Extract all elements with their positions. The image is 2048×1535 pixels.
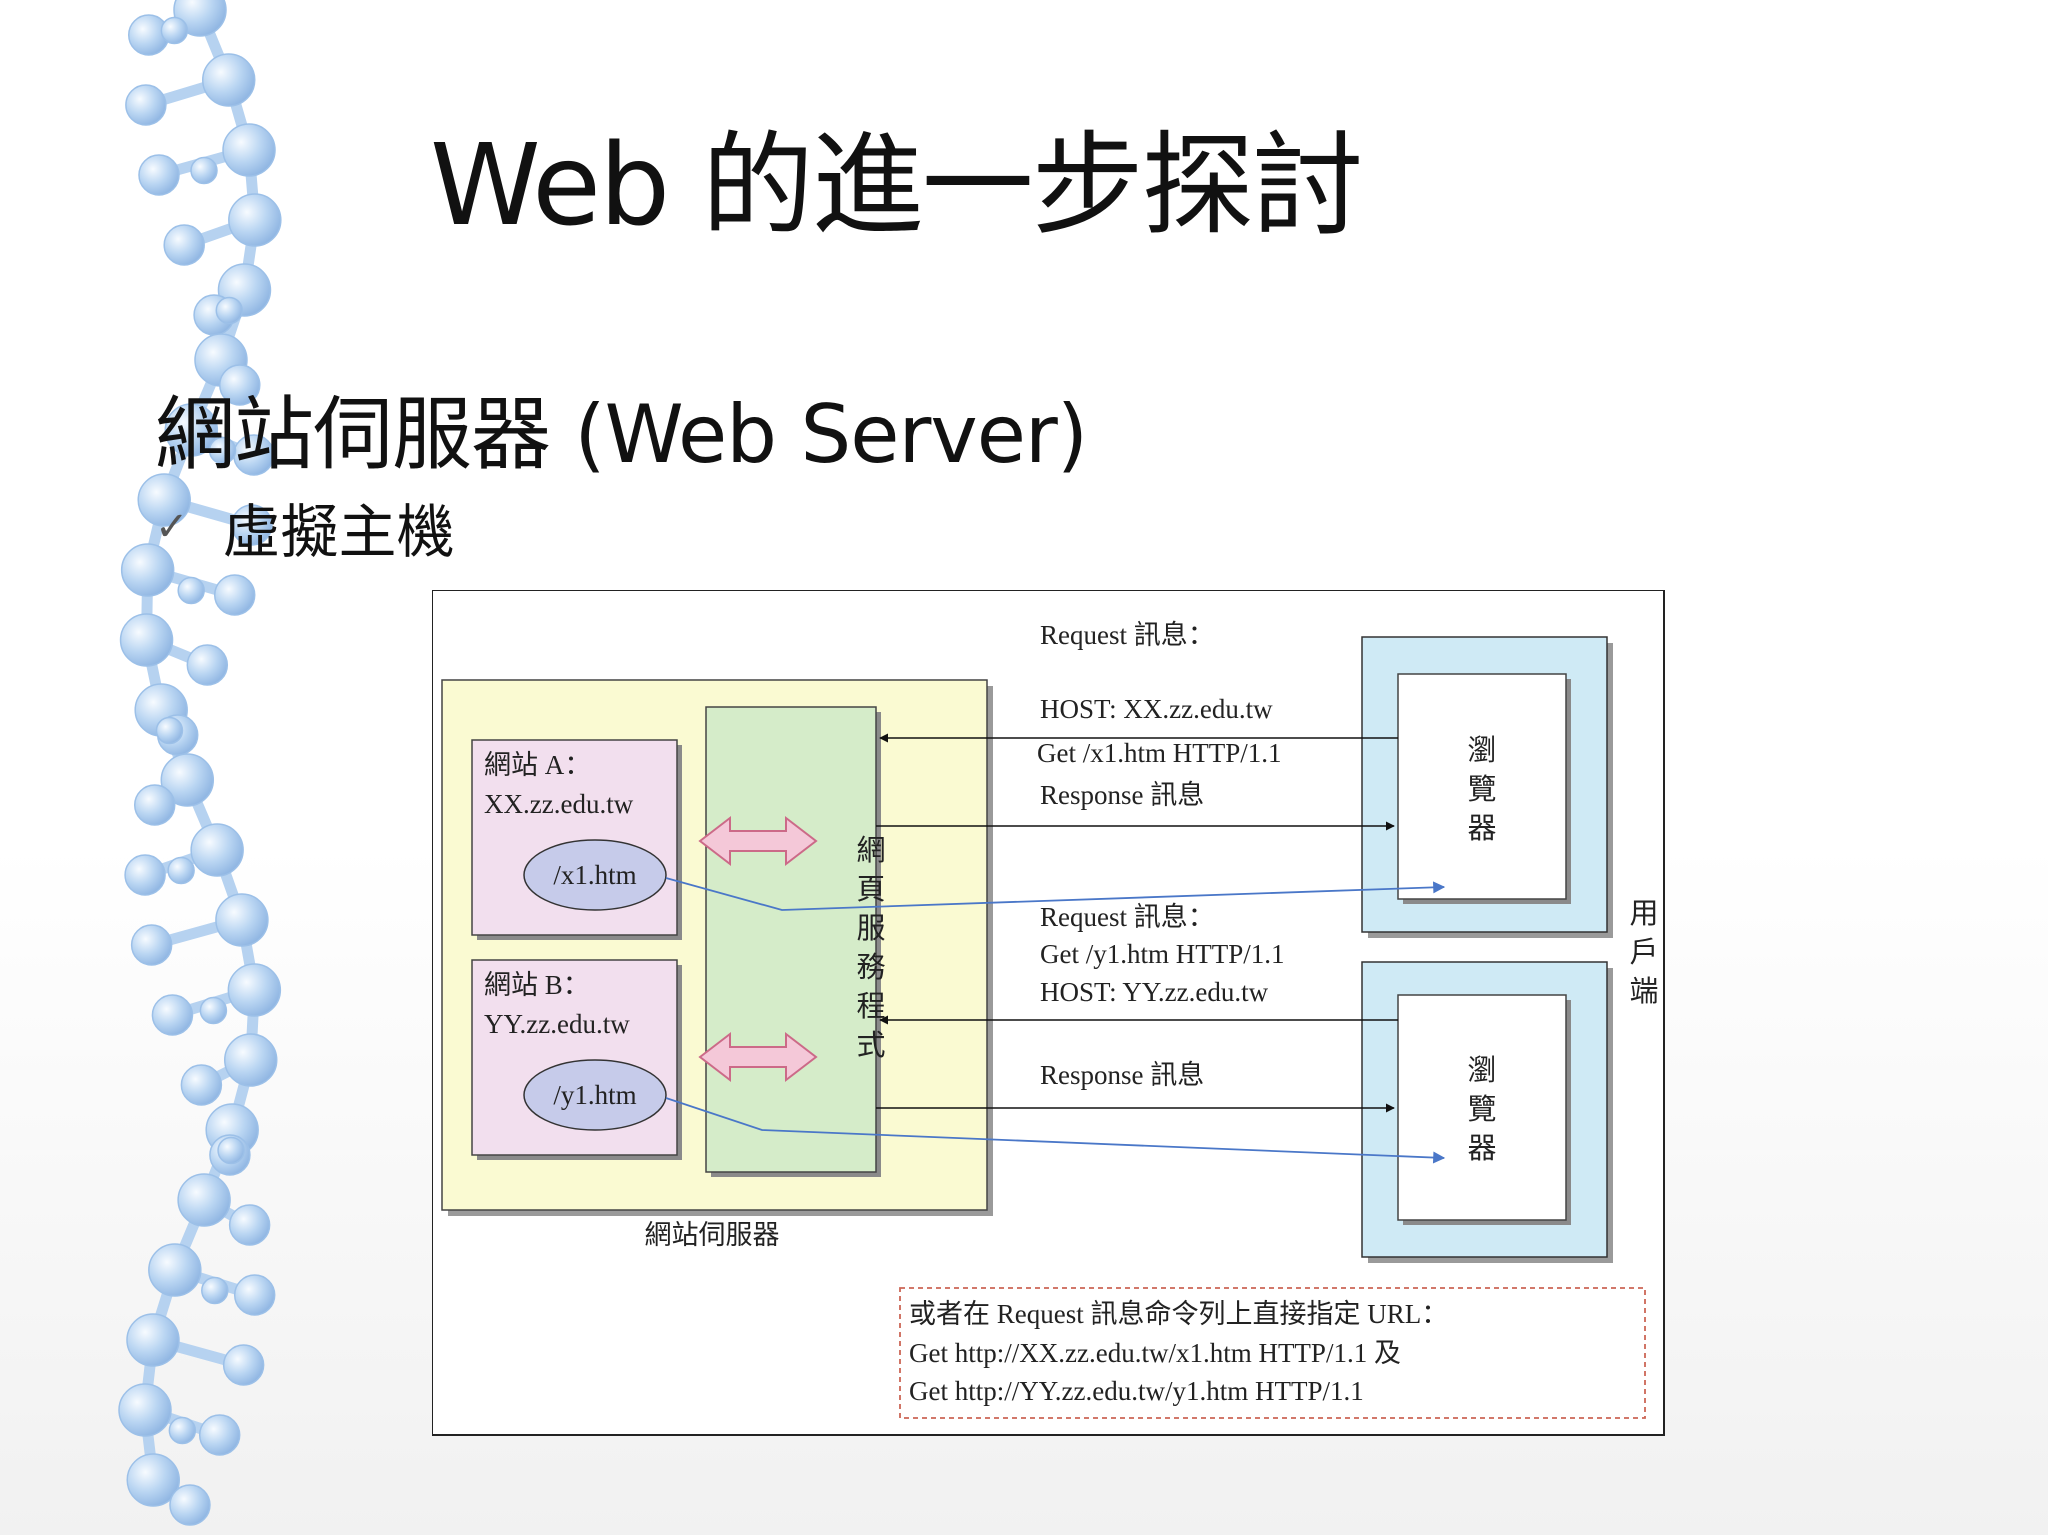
molecule-bead — [228, 193, 282, 247]
request-1-host: HOST: XX.zz.edu.tw — [1040, 694, 1273, 724]
molecule-bead — [133, 784, 176, 826]
browser-1-label: 瀏覽器 — [1467, 734, 1496, 845]
browser-2-label-char: 覽 — [1467, 1093, 1496, 1126]
browser-1-label-char: 覽 — [1467, 773, 1496, 806]
molecule-bead — [180, 1064, 223, 1106]
molecule-bead — [163, 224, 205, 266]
site-b-label: 網站 B： — [484, 970, 590, 1000]
request-2-label: Request 訊息： — [1040, 902, 1215, 932]
site-b-service-arrow — [698, 1031, 818, 1083]
molecule-bead — [186, 644, 229, 686]
molecule-bead — [198, 1414, 241, 1456]
molecule-bead — [215, 893, 269, 947]
browser-1-label-char: 器 — [1467, 813, 1496, 845]
browser-2-label: 瀏覽器 — [1467, 1054, 1496, 1165]
molecule-bead — [201, 1276, 229, 1305]
browser-2-label-char: 瀏 — [1467, 1054, 1496, 1087]
web-service-label-char: 程 — [856, 991, 885, 1023]
molecule-bead — [118, 1383, 172, 1437]
web-service-label-char: 網 — [856, 834, 885, 867]
molecule-bead — [130, 924, 173, 966]
molecule-bead — [120, 543, 175, 597]
site-a-file-node — [523, 839, 667, 911]
browser-1 — [1397, 673, 1567, 900]
browser-1-label-char: 瀏 — [1467, 734, 1496, 767]
sub-bullet-text: 虛擬主機 — [222, 498, 455, 566]
site-b-file-node — [523, 1059, 667, 1131]
site-b-host: YY.zz.edu.tw — [484, 1009, 630, 1039]
molecule-bead — [217, 1136, 245, 1165]
molecule-bead — [119, 613, 174, 667]
molecule-bead — [169, 1484, 211, 1526]
response-2-label: Response 訊息 — [1040, 1060, 1204, 1090]
molecule-bead — [177, 576, 205, 605]
molecule-bead — [227, 963, 282, 1017]
virtual-host-diagram: 網站 A： XX.zz.edu.tw /x1.htm 網站 B： YY.zz.e… — [432, 590, 1665, 1436]
molecule-bead — [190, 823, 244, 877]
molecule-bead — [199, 996, 228, 1025]
molecule-bead — [148, 1243, 202, 1297]
url-note-line-2: Get http://XX.zz.edu.tw/x1.htm HTTP/1.1 … — [909, 1338, 1401, 1368]
molecule-bead — [223, 1033, 278, 1087]
molecule-bead — [151, 994, 194, 1036]
request-1-get: Get /x1.htm HTTP/1.1 — [1037, 738, 1282, 768]
client-side-label-char: 用 — [1629, 898, 1658, 930]
server-caption: 網站伺服器 — [645, 1220, 780, 1250]
molecule-bead — [168, 1416, 197, 1445]
request-1-label: Request 訊息： — [1040, 620, 1215, 650]
molecule-bead — [213, 574, 256, 616]
molecule-bead — [126, 1313, 180, 1367]
site-b-file-label: /y1.htm — [553, 1080, 636, 1110]
y1-content-flow — [665, 1097, 1446, 1164]
url-note-box — [899, 1287, 1646, 1419]
molecule-bead — [222, 123, 276, 177]
bullet-web-server: 網站伺服器 (Web Server) — [155, 388, 1088, 481]
web-service-box — [705, 706, 877, 1173]
url-note-line-3: Get http://YY.zz.edu.tw/y1.htm HTTP/1.1 — [909, 1376, 1364, 1406]
response-1-label: Response 訊息 — [1040, 780, 1204, 810]
browser-2 — [1397, 994, 1567, 1221]
client-side-label-char: 端 — [1629, 975, 1658, 1008]
molecule-bead — [190, 156, 218, 185]
site-a-host: XX.zz.edu.tw — [484, 789, 634, 819]
web-service-label-char: 式 — [856, 1029, 885, 1062]
molecule-bead — [160, 753, 215, 807]
molecule-bead — [160, 16, 189, 45]
molecule-bead — [208, 436, 237, 465]
site-a-file-label: /x1.htm — [553, 860, 636, 890]
molecule-bead — [177, 1173, 231, 1227]
sub-bullet-virtual-host: ✓ 虛擬主機 — [155, 485, 455, 569]
slide-title: Web 的進一步探討 — [430, 121, 1364, 251]
web-service-label-char: 頁 — [856, 874, 885, 906]
url-note-line-1: 或者在 Request 訊息命令列上直接指定 URL： — [909, 1299, 1448, 1329]
client-side-label: 用戶端 — [1629, 898, 1658, 1008]
molecule-bead — [167, 856, 195, 885]
molecule-bead — [164, 403, 219, 457]
x1-content-flow — [665, 877, 1446, 911]
molecule-bead — [222, 1344, 265, 1386]
molecule-bead — [125, 84, 167, 126]
site-a-label: 網站 A： — [484, 750, 591, 780]
client-side-label-char: 戶 — [1629, 936, 1658, 969]
molecule-bead — [215, 296, 244, 325]
request-2-get: Get /y1.htm HTTP/1.1 — [1040, 939, 1285, 969]
molecule-bead — [126, 1453, 180, 1507]
dna-molecule-decoration — [118, 0, 282, 1526]
molecule-bead — [231, 504, 273, 546]
web-service-label-char: 服 — [856, 913, 885, 945]
molecule-bead — [228, 1204, 271, 1246]
checkmark-icon: ✓ — [155, 504, 189, 550]
molecule-bead — [219, 364, 261, 406]
molecule-bead — [155, 716, 184, 745]
molecule-bead — [137, 473, 191, 527]
molecule-bead — [124, 854, 166, 896]
request-2-host: HOST: YY.zz.edu.tw — [1040, 977, 1269, 1007]
site-a-service-arrow — [698, 815, 818, 867]
web-service-label-char: 務 — [856, 951, 885, 984]
browser-2-label-char: 器 — [1467, 1133, 1496, 1165]
molecule-bead — [138, 154, 180, 196]
molecule-bead — [233, 1274, 276, 1316]
molecule-bead — [201, 53, 256, 107]
